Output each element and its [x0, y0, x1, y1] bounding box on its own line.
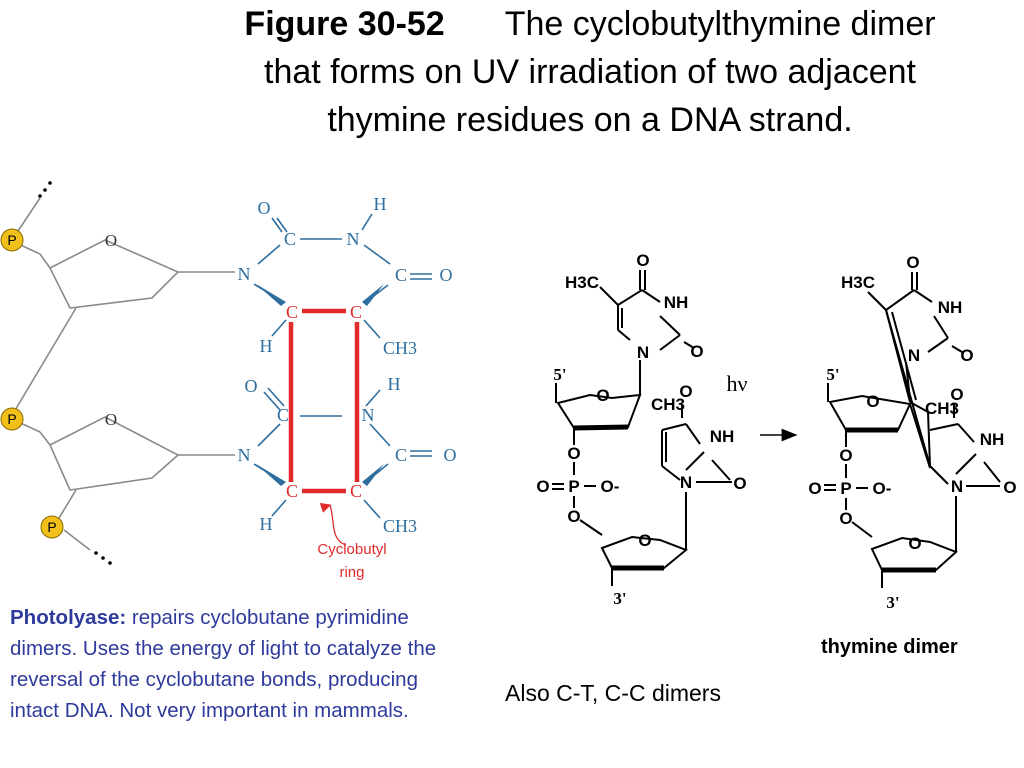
svg-text:P: P [568, 477, 579, 496]
phosphate-label: P [47, 519, 56, 535]
svg-text:C: C [277, 405, 289, 425]
svg-text:H3C: H3C [565, 273, 599, 292]
svg-text:O: O [596, 386, 609, 405]
svg-text:O: O [1003, 478, 1016, 497]
svg-text:3': 3' [886, 593, 899, 612]
svg-text:CH3: CH3 [383, 338, 417, 358]
phosphate-label: P [7, 411, 16, 427]
svg-text:CH3: CH3 [651, 395, 685, 414]
svg-text:O: O [567, 444, 580, 463]
svg-text:P: P [840, 479, 851, 498]
svg-text:H: H [260, 514, 273, 534]
svg-text:O: O [950, 385, 963, 404]
svg-text:H3C: H3C [841, 273, 875, 292]
svg-text:O: O [536, 477, 549, 496]
svg-text:O: O [866, 392, 879, 411]
svg-text:C: C [284, 229, 296, 249]
svg-text:N: N [238, 264, 251, 284]
svg-text:C: C [350, 481, 362, 501]
dimer-atoms: O H3C NH N O O O CH3 NH O O P O- O O N O [808, 253, 1016, 553]
dna-backbone [11, 197, 235, 551]
svg-text:N: N [680, 473, 692, 492]
svg-text:NH: NH [980, 430, 1005, 449]
sugar-ring-oxygens: O O [105, 231, 117, 429]
reactant-primes: 5' 3' [553, 365, 626, 608]
callout-line-1: Cyclobutyl [317, 541, 386, 558]
cyclobutyl-callout: Cyclobutyl ring [317, 502, 387, 581]
svg-text:C: C [286, 302, 298, 322]
svg-text:O: O [906, 253, 919, 272]
cyclobutyl-ring [288, 308, 360, 494]
svg-text:O: O [258, 198, 271, 218]
svg-text:O: O [440, 265, 453, 285]
svg-text:N: N [347, 229, 360, 249]
svg-text:O: O [908, 534, 921, 553]
svg-text:O: O [679, 382, 692, 401]
svg-text:N: N [908, 346, 920, 365]
svg-text:O: O [105, 410, 117, 429]
svg-text:O: O [839, 509, 852, 528]
svg-text:3': 3' [613, 589, 626, 608]
hv-label: hν [727, 371, 748, 396]
svg-text:O: O [808, 479, 821, 498]
svg-text:O: O [105, 231, 117, 250]
dimer-primes: 5' 3' [826, 365, 899, 612]
svg-text:N: N [238, 445, 251, 465]
note-text: repairs cyclobutane pyrimidine dimers. U… [10, 606, 437, 722]
thymine-bonds [253, 213, 432, 519]
svg-text:O: O [444, 445, 457, 465]
svg-text:O: O [960, 346, 973, 365]
svg-text:O: O [839, 446, 852, 465]
svg-text:N: N [362, 405, 375, 425]
svg-text:C: C [395, 265, 407, 285]
figure-number: Figure 30-52 [244, 5, 445, 43]
reactant-atoms: O H3C NH N O O O CH3 NH O O P O- O O N O [536, 251, 746, 550]
svg-text:O-: O- [601, 477, 620, 496]
backbone-dots [38, 181, 112, 565]
svg-text:H: H [374, 194, 387, 214]
title-line-3: thymine residues on a DNA strand. [327, 101, 853, 139]
svg-text:NH: NH [710, 427, 735, 446]
note-label: Photolyase: [10, 606, 127, 629]
svg-text:H: H [388, 374, 401, 394]
wedge-bonds [256, 284, 384, 486]
title-line-2: that forms on UV irradiation of two adja… [264, 53, 916, 91]
svg-text:NH: NH [938, 298, 963, 317]
callout-line-2: ring [339, 564, 364, 581]
svg-text:H: H [260, 336, 273, 356]
svg-text:5': 5' [553, 365, 566, 384]
svg-text:O: O [567, 507, 580, 526]
svg-text:C: C [286, 481, 298, 501]
dimer-bold-bonds [846, 427, 936, 573]
svg-text:O: O [636, 251, 649, 270]
reactant-bold-bonds [573, 424, 664, 571]
photolyase-note: Photolyase: repairs cyclobutane pyrimidi… [10, 602, 450, 726]
svg-text:C: C [350, 302, 362, 322]
phosphate-label: P [7, 232, 16, 248]
svg-text:NH: NH [664, 293, 689, 312]
phosphate-groups: P P P [0, 228, 64, 539]
svg-text:O-: O- [873, 479, 892, 498]
also-dimers-text: Also C-T, C-C dimers [505, 680, 721, 706]
thymine-dimer-label: thymine dimer [821, 636, 958, 658]
red-ring-atoms: C C C C [286, 302, 362, 501]
svg-text:CH3: CH3 [383, 516, 417, 536]
svg-text:N: N [637, 343, 649, 362]
svg-text:C: C [395, 445, 407, 465]
svg-text:O: O [690, 342, 703, 361]
svg-text:O: O [638, 531, 651, 550]
svg-text:N: N [951, 477, 963, 496]
svg-text:O: O [245, 376, 258, 396]
svg-text:CH3: CH3 [925, 399, 959, 418]
title-line-1: The cyclobutylthymine dimer [504, 5, 936, 43]
svg-text:O: O [733, 474, 746, 493]
bottom-ring-inner: C N [277, 405, 375, 425]
svg-text:5': 5' [826, 365, 839, 384]
thymine-atoms: O C N H C O N H CH3 O H C O N H CH3 [238, 194, 457, 536]
